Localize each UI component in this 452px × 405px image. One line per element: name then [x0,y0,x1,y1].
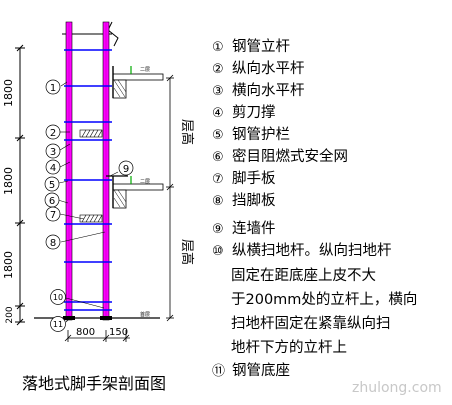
figure-caption: 落地式脚手架剖面图 [22,374,167,393]
svg-text:3: 3 [50,147,56,158]
svg-text:7: 7 [50,210,56,221]
legend-item-9: ⑨ 连墙件 [212,220,276,239]
height-label-top: 1800 [2,79,15,107]
legend-item-1: ① 钢管立杆 [212,38,290,57]
legend-item-3: ③ 横向水平杆 [212,82,305,101]
callout-marker-1: 1 [45,79,61,95]
callout-marker-9: 9 [118,160,134,176]
legend-text: 钢管立杆 [232,39,290,55]
legend-note-line-2: 于200mm处的立杆上，横向 [231,292,418,308]
callout-marker-8: 8 [45,234,61,250]
callout-leaders [57,81,119,323]
callout-marker-3: 3 [45,143,61,159]
legend-text: 脚手板 [232,171,276,187]
legend-number: ④ [212,106,224,121]
legend-note-line-3: 扫地杆固定在紧靠纵向扫 [231,316,391,332]
legend-number: ① [212,40,224,55]
height-dimension-line [15,44,25,326]
legend-item-11: ⑪ 钢管底座 [212,362,290,381]
callout-marker-5: 5 [44,176,60,192]
legend-text: 纵向水平杆 [232,61,305,77]
base-plates [63,316,112,320]
callout-marker-7: 7 [45,206,61,222]
svg-text:8: 8 [50,238,56,249]
legend-text: 密目阻燃式安全网 [232,149,348,165]
legend-number: ③ [212,84,224,99]
legend-note-line-4: 地杆下方的立杆上 [231,340,347,356]
storey-height-line [166,74,174,322]
width-label-800: 800 [76,327,95,338]
svg-text:2: 2 [50,128,56,139]
legend-number: ⑦ [212,172,224,187]
callout-marker-10: 10 [50,289,66,305]
upright-tubes [65,21,110,321]
legend-text: 纵横扫地杆。纵向扫地杆 [232,243,392,259]
slab-tag-ground: 首层 [140,311,150,318]
callout-marker-11: 11 [50,316,66,332]
legend-number: ⑪ [212,364,226,379]
legend-note-line-1: 固定在距底座上皮不大 [231,268,376,284]
width-dimension-line [64,330,130,342]
legend-text: 连墙件 [232,221,276,237]
svg-text:9: 9 [123,164,129,175]
middle-floor-slab [112,176,164,209]
legend-item-5: ⑤ 钢管护栏 [212,126,290,145]
svg-text:1: 1 [50,83,56,94]
legend-text: 钢管护栏 [232,127,290,143]
legend-text: 钢管底座 [232,363,290,379]
legend-item-6: ⑥ 密目阻燃式安全网 [212,148,348,167]
callout-marker-6: 6 [44,192,60,208]
legend-number: ⑤ [212,128,224,143]
legend-text: 挡脚板 [232,193,276,209]
ledgers [64,49,112,311]
legend-number: ⑨ [212,222,224,237]
slab-tag-middle: 二层 [140,179,150,185]
slab-tag-upper: 二层 [140,67,150,73]
legend-item-10: ⑩ 纵横扫地杆。纵向扫地杆 [212,242,392,261]
legend-number: ⑧ [212,194,224,209]
legend-item-8: ⑧ 挡脚板 [212,192,276,211]
height-label-middle: 1800 [2,167,15,195]
height-label-base: 200 [5,306,15,323]
floor-height-label-upper: 层高 [179,119,195,145]
svg-text:11: 11 [53,320,63,329]
legend-text: 横向水平杆 [232,83,305,99]
watermark: zhulong.com [352,380,442,396]
legend-item-4: ④ 剪刀撑 [212,104,276,123]
svg-text:6: 6 [49,196,55,207]
width-label-150: 150 [109,327,128,338]
svg-text:10: 10 [53,293,63,302]
callout-marker-2: 2 [45,124,61,140]
callout-marker-4: 4 [45,159,61,175]
legend-number: ② [212,62,224,77]
scaffold-boards [79,129,103,223]
legend-item-7: ⑦ 脚手板 [212,170,276,189]
floor-height-label-lower: 层高 [179,239,195,265]
legend-number: ⑥ [212,150,224,165]
legend-number: ⑩ [212,244,224,259]
svg-text:4: 4 [50,163,56,174]
upper-floor-slab [112,66,164,99]
legend-item-2: ② 纵向水平杆 [212,60,305,79]
height-label-bottom: 1800 [2,251,15,279]
svg-text:5: 5 [49,180,55,191]
legend-text: 剪刀撑 [232,105,276,121]
